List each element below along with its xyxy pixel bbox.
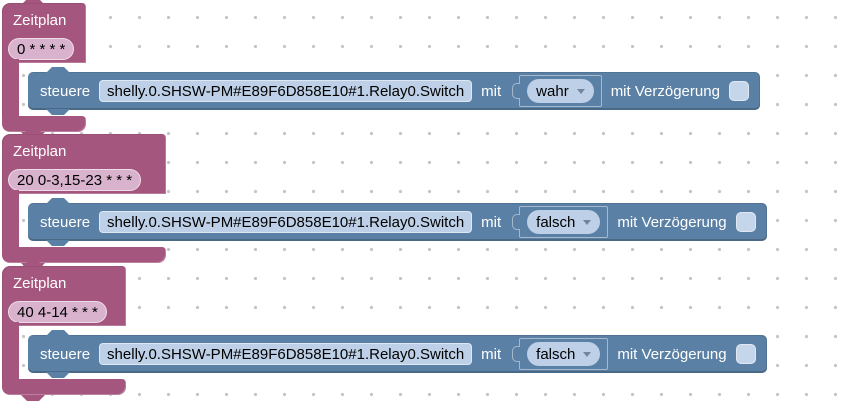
control-bottom-connector [46, 240, 70, 246]
schedule-label: Zeitplan [13, 275, 67, 292]
schedule-block-foot [2, 379, 126, 401]
schedule-block-head[interactable]: Zeitplan 20 0-3,15-23 * * * [2, 134, 166, 194]
schedule-label: Zeitplan [13, 12, 67, 29]
value-dropdown[interactable]: wahr [527, 79, 594, 103]
schedule-block[interactable]: Zeitplan 20 0-3,15-23 * * * steuere shel… [2, 130, 846, 274]
chevron-down-icon [583, 220, 592, 225]
value-dropdown-text: wahr [536, 82, 569, 100]
chevron-down-icon [576, 89, 585, 94]
value-dropdown-text: falsch [536, 213, 576, 231]
delay-checkbox[interactable] [735, 212, 756, 232]
with-label: mit [481, 213, 502, 231]
object-id-field[interactable]: shelly.0.SHSW-PM#E89F6D858E10#1.Relay0.S… [99, 80, 473, 102]
delay-label: mit Verzögerung [617, 213, 727, 231]
previous-connector-notch [21, 262, 45, 268]
control-bottom-connector [46, 109, 70, 115]
schedule-block[interactable]: Zeitplan 40 4-14 * * * steuere shelly.0.… [2, 262, 846, 402]
schedule-block-head[interactable]: Zeitplan 0 * * * * [2, 3, 86, 63]
object-id-field[interactable]: shelly.0.SHSW-PM#E89F6D858E10#1.Relay0.S… [99, 343, 473, 365]
with-label: mit [481, 345, 502, 363]
delay-label: mit Verzögerung [610, 82, 720, 100]
control-label: steuere [40, 213, 91, 231]
value-output-connector [512, 214, 521, 230]
cron-field[interactable]: 0 * * * * [8, 38, 75, 60]
delay-checkbox[interactable] [735, 344, 756, 364]
value-dropdown[interactable]: falsch [527, 210, 601, 234]
next-connector-notch [21, 395, 45, 401]
with-label: mit [481, 82, 502, 100]
schedule-label: Zeitplan [13, 143, 67, 160]
schedule-block-foot [2, 116, 86, 138]
value-dropdown-text: falsch [536, 345, 576, 363]
schedule-block[interactable]: Zeitplan 0 * * * * steuere shelly.0.SHSW… [2, 0, 846, 143]
control-block[interactable]: steuere shelly.0.SHSW-PM#E89F6D858E10#1.… [28, 198, 767, 246]
value-block[interactable]: falsch [512, 338, 609, 370]
control-top-connector [46, 198, 70, 204]
schedule-block-head[interactable]: Zeitplan 40 4-14 * * * [2, 266, 126, 326]
schedule-block-spine [2, 322, 19, 382]
value-block[interactable]: wahr [512, 75, 602, 107]
schedule-block-spine [2, 190, 19, 250]
object-id-field[interactable]: shelly.0.SHSW-PM#E89F6D858E10#1.Relay0.S… [99, 211, 473, 233]
control-label: steuere [40, 82, 91, 100]
cron-field[interactable]: 20 0-3,15-23 * * * [8, 169, 142, 191]
control-bottom-connector [46, 372, 70, 378]
delay-checkbox[interactable] [728, 81, 749, 101]
delay-label: mit Verzögerung [617, 345, 727, 363]
previous-connector-notch [21, 130, 45, 136]
chevron-down-icon [583, 352, 592, 357]
value-output-connector [512, 346, 521, 362]
control-label: steuere [40, 345, 91, 363]
schedule-block-spine [2, 59, 19, 119]
value-output-connector [512, 83, 521, 99]
control-block[interactable]: steuere shelly.0.SHSW-PM#E89F6D858E10#1.… [28, 330, 767, 378]
previous-connector-notch [21, 0, 45, 5]
value-dropdown[interactable]: falsch [527, 342, 601, 366]
control-top-connector [46, 330, 70, 336]
cron-field[interactable]: 40 4-14 * * * [8, 301, 107, 323]
schedule-block-foot [2, 247, 166, 269]
value-block[interactable]: falsch [512, 206, 609, 238]
control-block[interactable]: steuere shelly.0.SHSW-PM#E89F6D858E10#1.… [28, 67, 760, 115]
control-top-connector [46, 67, 70, 73]
